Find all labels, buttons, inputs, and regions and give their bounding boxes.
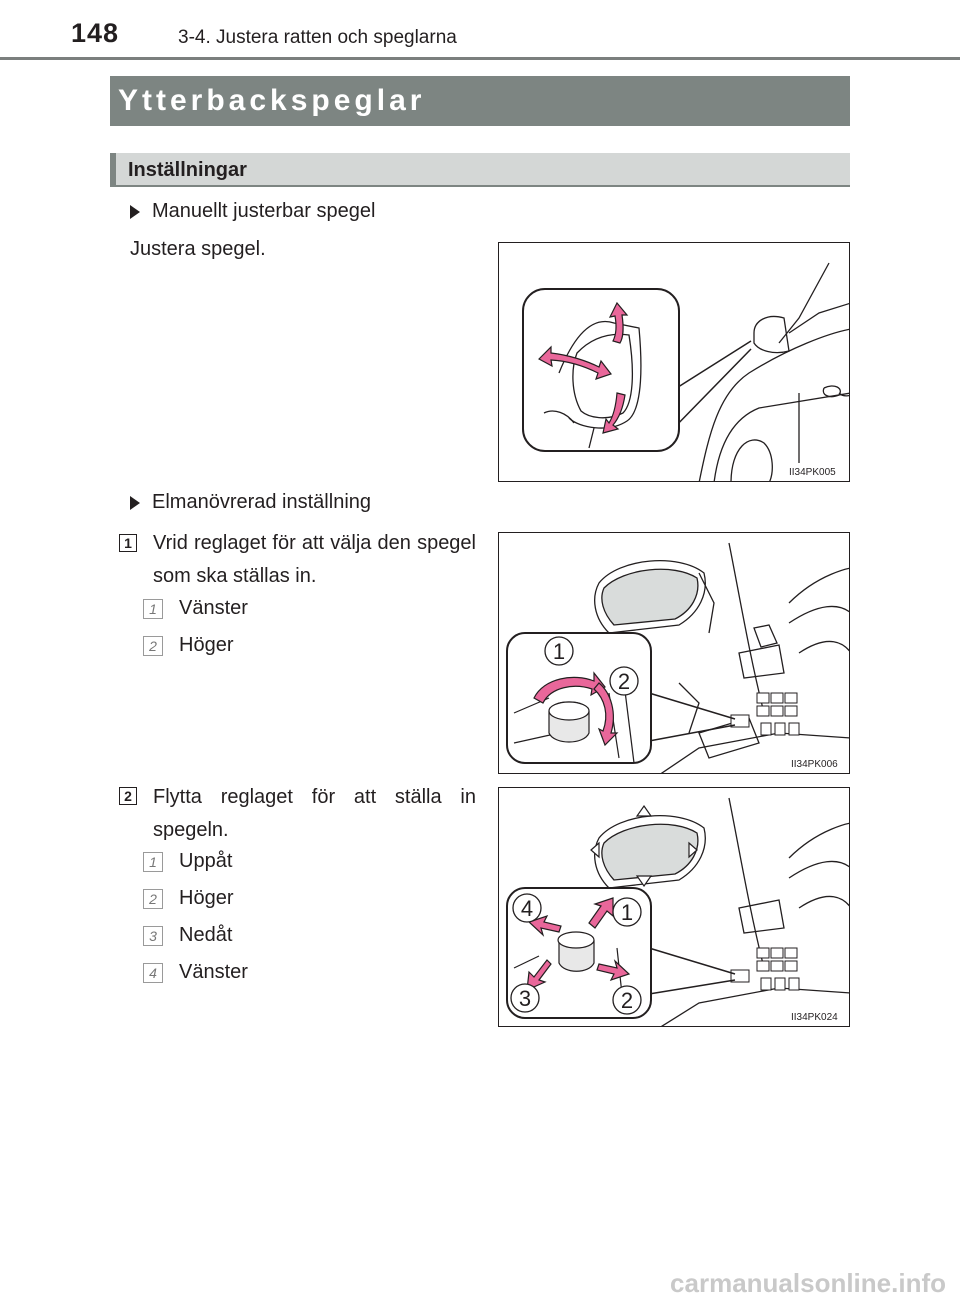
page-title: Ytterbackspeglar <box>110 76 850 126</box>
item-number-icon: 3 <box>143 926 163 946</box>
bullet-manual: Manuellt justerbar spegel <box>130 200 375 223</box>
item-number-icon: 1 <box>143 852 163 872</box>
mirror-select-illustration: 1 2 II34PK006 <box>506 542 849 773</box>
item-right: Höger <box>179 887 234 909</box>
triangle-bullet-icon <box>130 204 140 219</box>
subsection-bar: Inställningar <box>110 153 850 187</box>
callout-1: 1 <box>553 639 565 664</box>
callout-4: 4 <box>521 896 533 921</box>
step-1-text: Vrid reglaget för att välja den spegel s… <box>153 532 476 587</box>
figure-code: II34PK024 <box>791 1012 838 1023</box>
item-number-icon: 1 <box>143 599 163 619</box>
header-rule <box>0 57 960 60</box>
page-number: 148 <box>71 18 120 48</box>
figure-manual-mirror: II34PK005 <box>498 242 850 482</box>
manual-mirror-illustration: II34PK005 <box>522 262 849 481</box>
figure-mirror-select: 1 2 II34PK006 <box>498 532 850 774</box>
step-2-text: Flytta reglaget för att ställa in spegel… <box>153 786 476 841</box>
manual-instruction: Justera spegel. <box>130 238 266 260</box>
callout-3: 3 <box>519 986 531 1011</box>
item-right: Höger <box>179 634 234 656</box>
triangle-bullet-icon <box>130 495 140 510</box>
subsection-stripe <box>110 153 116 187</box>
item-left: Vänster <box>179 961 248 983</box>
step-number-1: 1 <box>119 534 137 552</box>
callout-1: 1 <box>621 900 633 925</box>
figure-mirror-adjust: 1 2 3 4 II34PK024 <box>498 787 850 1027</box>
figure-code: II34PK005 <box>789 467 836 478</box>
callout-2: 2 <box>618 669 630 694</box>
watermark: carmanualsonline.info <box>670 1268 946 1298</box>
item-number-icon: 4 <box>143 963 163 983</box>
item-up: Uppåt <box>179 850 233 872</box>
step-number-2: 2 <box>119 787 137 805</box>
bullet-electric: Elmanövrerad inställning <box>130 491 371 514</box>
figure-code: II34PK006 <box>791 759 838 770</box>
mirror-adjust-illustration: 1 2 3 4 II34PK024 <box>506 797 849 1026</box>
callout-2: 2 <box>621 988 633 1013</box>
bullet-manual-label: Manuellt justerbar spegel <box>152 200 376 222</box>
bullet-electric-label: Elmanövrerad inställning <box>152 491 372 513</box>
subsection-title: Inställningar <box>128 159 247 181</box>
item-left: Vänster <box>179 597 248 619</box>
section-header: 3-4. Justera ratten och speglarna <box>178 27 457 48</box>
item-number-icon: 2 <box>143 636 163 656</box>
item-down: Nedåt <box>179 924 233 946</box>
item-number-icon: 2 <box>143 889 163 909</box>
